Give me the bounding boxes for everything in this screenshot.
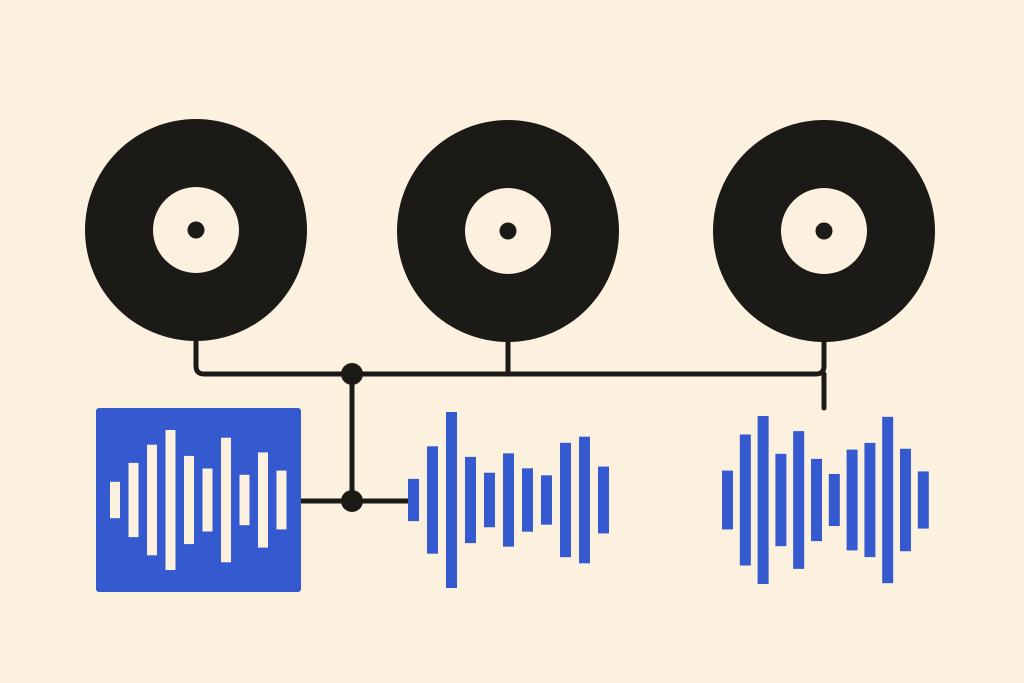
waveform-icon <box>408 412 609 588</box>
vinyl-records <box>85 119 935 342</box>
waveform-bar <box>484 472 495 528</box>
waveform-bar <box>900 448 911 552</box>
waveform-bar <box>811 458 822 542</box>
waveform-bar <box>846 449 858 551</box>
vinyl-record-center-icon <box>397 120 619 342</box>
waveform-bar <box>775 453 787 547</box>
waveform-bar <box>522 468 533 532</box>
waveform-bar <box>560 442 571 558</box>
waveform-bar <box>917 471 929 529</box>
record-spindle-hole <box>815 222 833 240</box>
waveform-bar <box>739 434 751 566</box>
waveform-bar <box>828 473 840 527</box>
record-spindle-hole <box>499 222 517 240</box>
waveform-panel <box>96 408 301 592</box>
waveform-bar <box>408 478 419 522</box>
waveform-bar <box>128 462 139 538</box>
waveform-bar <box>579 436 590 564</box>
waveform-bar <box>793 431 805 569</box>
waveform-bar <box>427 446 438 554</box>
waveform-bar <box>258 452 268 548</box>
waveform-icon <box>722 416 929 584</box>
waveform-bar <box>165 430 176 570</box>
waveform-bar <box>147 444 157 556</box>
junction-node-top <box>341 363 363 385</box>
waveform-bar <box>221 437 231 563</box>
junction-node-bottom <box>341 490 363 512</box>
waveform-bar <box>541 475 552 525</box>
waveform-bar <box>722 470 733 530</box>
waveform-bar <box>239 474 250 526</box>
waveform-bar <box>446 412 457 588</box>
waveform-panel-box <box>96 408 301 592</box>
waveform-center <box>408 412 609 588</box>
waveform-right <box>722 416 929 584</box>
waveform-bar <box>882 416 894 584</box>
waveform-bar <box>276 470 287 530</box>
waveform-bar <box>184 455 194 545</box>
vinyl-record-left-icon <box>85 119 307 341</box>
waveform-bar <box>503 453 514 547</box>
waveform-bar <box>110 481 120 519</box>
connector-wires <box>193 332 827 505</box>
waveform-bar <box>864 442 876 558</box>
waveform-icon <box>110 430 287 570</box>
vinyl-record-right-icon <box>713 120 935 342</box>
record-spindle-hole <box>187 221 205 239</box>
waveform-bar <box>598 466 609 534</box>
waveform-bar <box>757 416 769 584</box>
waveform-bar <box>202 468 213 532</box>
junction-nodes <box>341 363 363 512</box>
waveform-bar <box>465 456 476 544</box>
